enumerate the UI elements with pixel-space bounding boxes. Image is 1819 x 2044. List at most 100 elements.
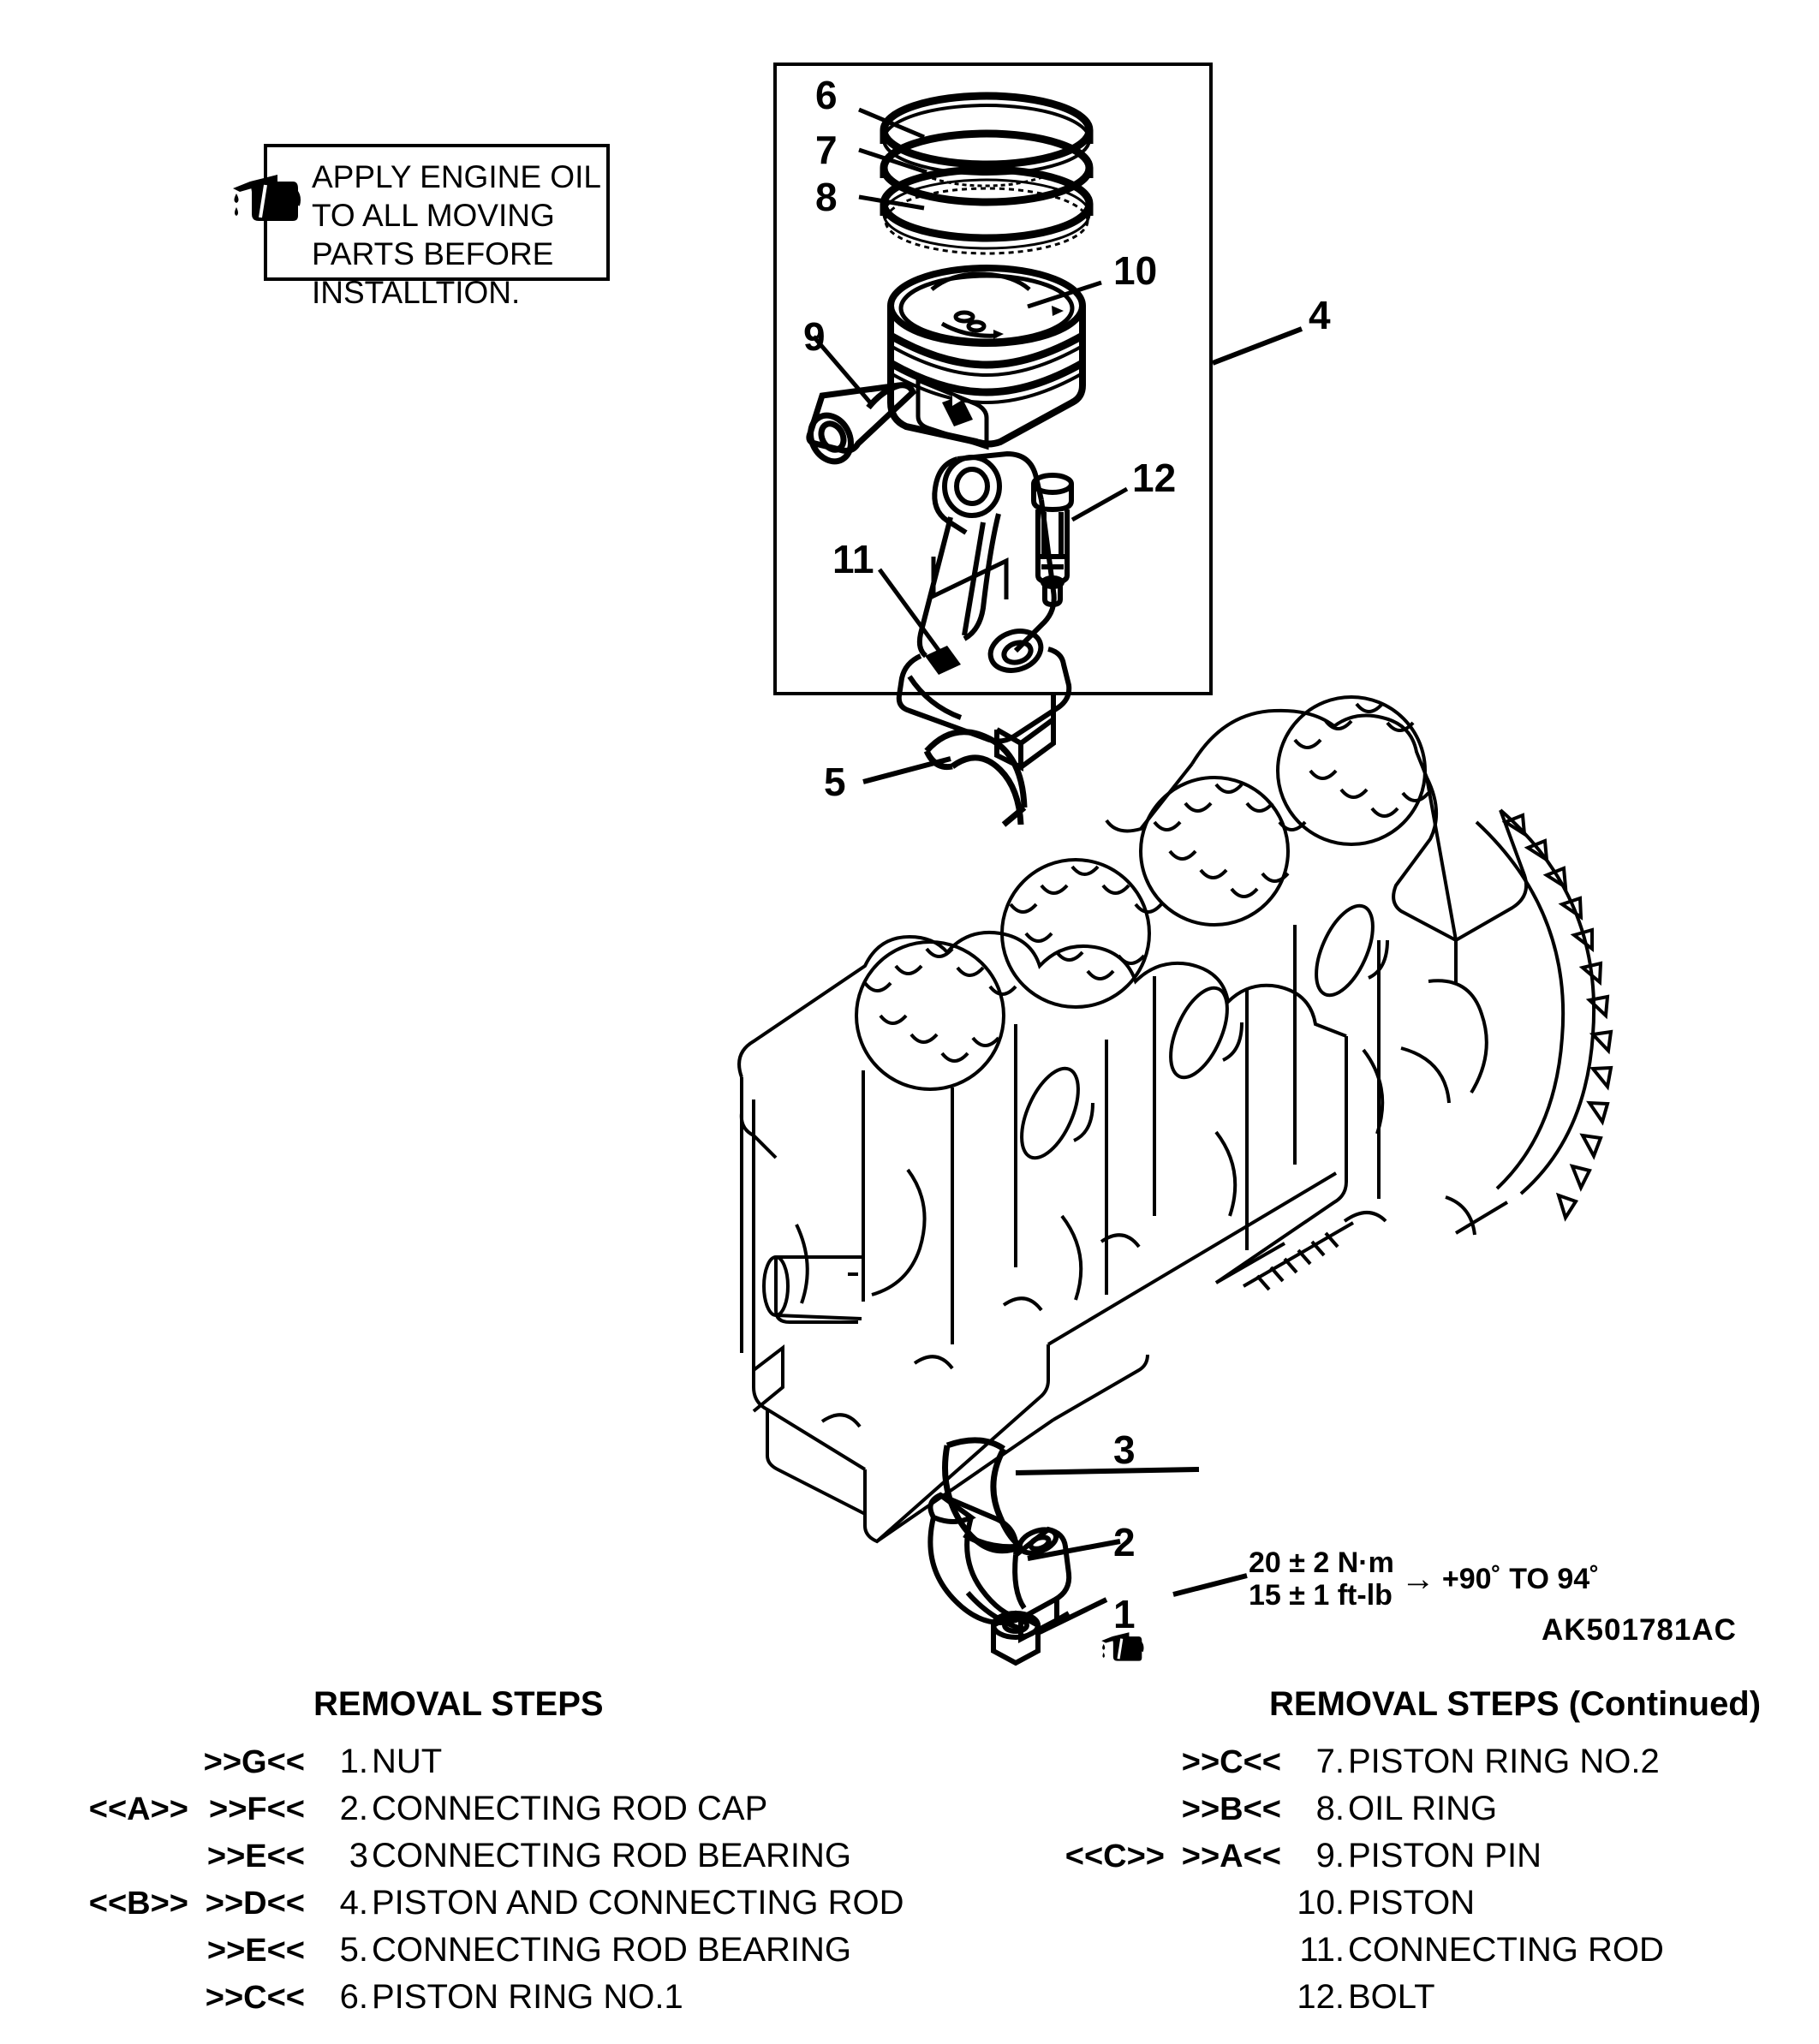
torque-imperial: 15 ± 1 ft-lb <box>1249 1579 1393 1612</box>
leader-11 <box>877 568 943 654</box>
piston-shape <box>887 265 1086 450</box>
apply-engine-oil-note: APPLY ENGINE OIL TO ALL MOVING PARTS BEF… <box>233 144 610 310</box>
leader-10 <box>1027 280 1102 309</box>
callout-6: 6 <box>815 73 838 117</box>
callout-1: 1 <box>1113 1592 1136 1636</box>
leader-2 <box>1027 1539 1121 1561</box>
piston-ring-no1-shape <box>880 92 1094 176</box>
step-row: >>E<< 5. CONNECTING ROD BEARING <box>26 1927 933 1974</box>
step-prefix: <<A>> <box>88 1791 188 1827</box>
step-mark: >>A<< <box>1181 1838 1281 1874</box>
step-prefix: <<C>> <box>1065 1838 1165 1874</box>
piston-pin-shape <box>806 382 917 465</box>
step-label: PISTON PIN <box>1348 1837 1542 1874</box>
step-label: NUT <box>372 1743 443 1780</box>
step-mark: >>C<< <box>205 1980 305 2016</box>
leader-5 <box>862 756 951 784</box>
step-label: CONNECTING ROD <box>1348 1931 1664 1969</box>
leader-torque <box>1172 1573 1248 1597</box>
removal-steps-list-right: >>C<< 7. PISTON RING NO.2 >>B<< 8. OIL R… <box>985 1738 1807 2021</box>
break-symbol <box>931 557 1009 599</box>
step-row: >>C<< 6. PISTON RING NO.1 <box>26 1974 933 2021</box>
step-mark: >>B<< <box>1181 1791 1281 1827</box>
step-number: 6. <box>339 1978 368 2016</box>
leader-12 <box>1071 486 1129 522</box>
step-mark: >>E<< <box>206 1838 305 1874</box>
step-label: BOLT <box>1348 1978 1435 2016</box>
step-row: >>B<< 8. OIL RING <box>985 1785 1807 1832</box>
step-label: CONNECTING ROD BEARING <box>372 1837 852 1874</box>
torque-angle: +90˚ TO 94˚ <box>1441 1563 1600 1595</box>
engine-block-shape <box>737 695 1613 1544</box>
callout-3: 3 <box>1113 1427 1136 1472</box>
callout-11: 11 <box>832 537 874 581</box>
step-mark: >>F<< <box>209 1791 305 1827</box>
step-label: PISTON RING NO.2 <box>1348 1743 1660 1780</box>
step-row: <<C>> >>A<< 9. PISTON PIN <box>985 1832 1807 1880</box>
connecting-rod-bearing-upper-shape <box>923 729 1028 827</box>
step-mark: >>E<< <box>206 1933 305 1969</box>
step-row: <<B>> >>D<< 4. PISTON AND CONNECTING ROD <box>26 1880 933 1927</box>
note-text: APPLY ENGINE OIL TO ALL MOVING PARTS BEF… <box>312 159 601 310</box>
step-label: PISTON <box>1348 1884 1476 1922</box>
removal-steps-title-right: REMOVAL STEPS (Continued) <box>1269 1685 1762 1723</box>
step-row: 12. BOLT <box>985 1974 1807 2021</box>
step-row: >>E<< 3 CONNECTING ROD BEARING <box>26 1832 933 1880</box>
connecting-rod-shape <box>896 450 1072 772</box>
step-label: OIL RING <box>1348 1790 1498 1827</box>
step-row: >>C<< 7. PISTON RING NO.2 <box>985 1738 1807 1785</box>
oil-can-symbol-small <box>1101 1632 1144 1661</box>
step-number: 4. <box>339 1884 368 1922</box>
piston-assembly-detail-box <box>773 63 1213 695</box>
drawing-id: AK501781AC <box>1542 1613 1737 1647</box>
leader-9 <box>812 335 872 404</box>
oil-ring-shape <box>880 165 1094 255</box>
step-number: 1. <box>339 1743 368 1780</box>
removal-steps-list-left: >>G<< 1. NUT <<A>> >>F<< 2. CONNECTING R… <box>26 1738 933 2021</box>
torque-specification: 20 ± 2 N·m 15 ± 1 ft-lb →+90˚ TO 94˚ <box>1249 1546 1599 1612</box>
step-mark: >>G<< <box>203 1744 305 1780</box>
callout-4: 4 <box>1309 293 1331 337</box>
step-mark: >>D<< <box>205 1886 305 1922</box>
removal-steps-title-left: REMOVAL STEPS <box>313 1685 604 1723</box>
step-label: CONNECTING ROD BEARING <box>372 1931 852 1969</box>
connecting-rod-bearing-lower-shape <box>942 1437 1023 1554</box>
leader-3 <box>1015 1467 1200 1475</box>
leader-6 <box>858 107 925 140</box>
callout-10: 10 <box>1113 248 1158 293</box>
step-row: 10. PISTON <box>985 1880 1807 1927</box>
piston-ring-no2-shape <box>880 129 1094 206</box>
callout-8: 8 <box>815 175 838 219</box>
step-number: 12. <box>1297 1978 1345 2016</box>
leader-8 <box>858 194 925 211</box>
step-number: 11. <box>1299 1931 1345 1969</box>
step-row: 11. CONNECTING ROD <box>985 1927 1807 1974</box>
step-number: 9. <box>1315 1837 1345 1874</box>
piston-ring-stack <box>880 92 1094 255</box>
callout-5: 5 <box>824 760 846 804</box>
step-number: 10. <box>1297 1884 1345 1922</box>
step-number: 5. <box>339 1931 368 1969</box>
oil-can-icon <box>233 175 301 221</box>
callout-2: 2 <box>1113 1520 1136 1564</box>
step-row: <<A>> >>F<< 2. CONNECTING ROD CAP <box>26 1785 933 1832</box>
step-number: 7. <box>1315 1743 1345 1780</box>
step-number: 3 <box>349 1837 368 1874</box>
bolt-shape <box>1031 473 1074 608</box>
step-prefix: <<B>> <box>88 1886 188 1922</box>
nut-shape <box>991 1610 1041 1666</box>
torque-metric: 20 ± 2 N·m <box>1249 1546 1394 1579</box>
step-mark: >>C<< <box>1181 1744 1281 1780</box>
callout-12: 12 <box>1132 456 1177 500</box>
step-label: PISTON RING NO.1 <box>372 1978 683 2016</box>
leader-4 <box>1211 326 1303 366</box>
step-number: 2. <box>339 1790 368 1827</box>
leader-1 <box>1038 1597 1108 1635</box>
callout-7: 7 <box>815 128 838 172</box>
step-label: CONNECTING ROD CAP <box>372 1790 768 1827</box>
torque-arrow-icon: → <box>1400 1560 1435 1598</box>
step-number: 8. <box>1315 1790 1345 1827</box>
step-row: >>G<< 1. NUT <box>26 1738 933 1785</box>
